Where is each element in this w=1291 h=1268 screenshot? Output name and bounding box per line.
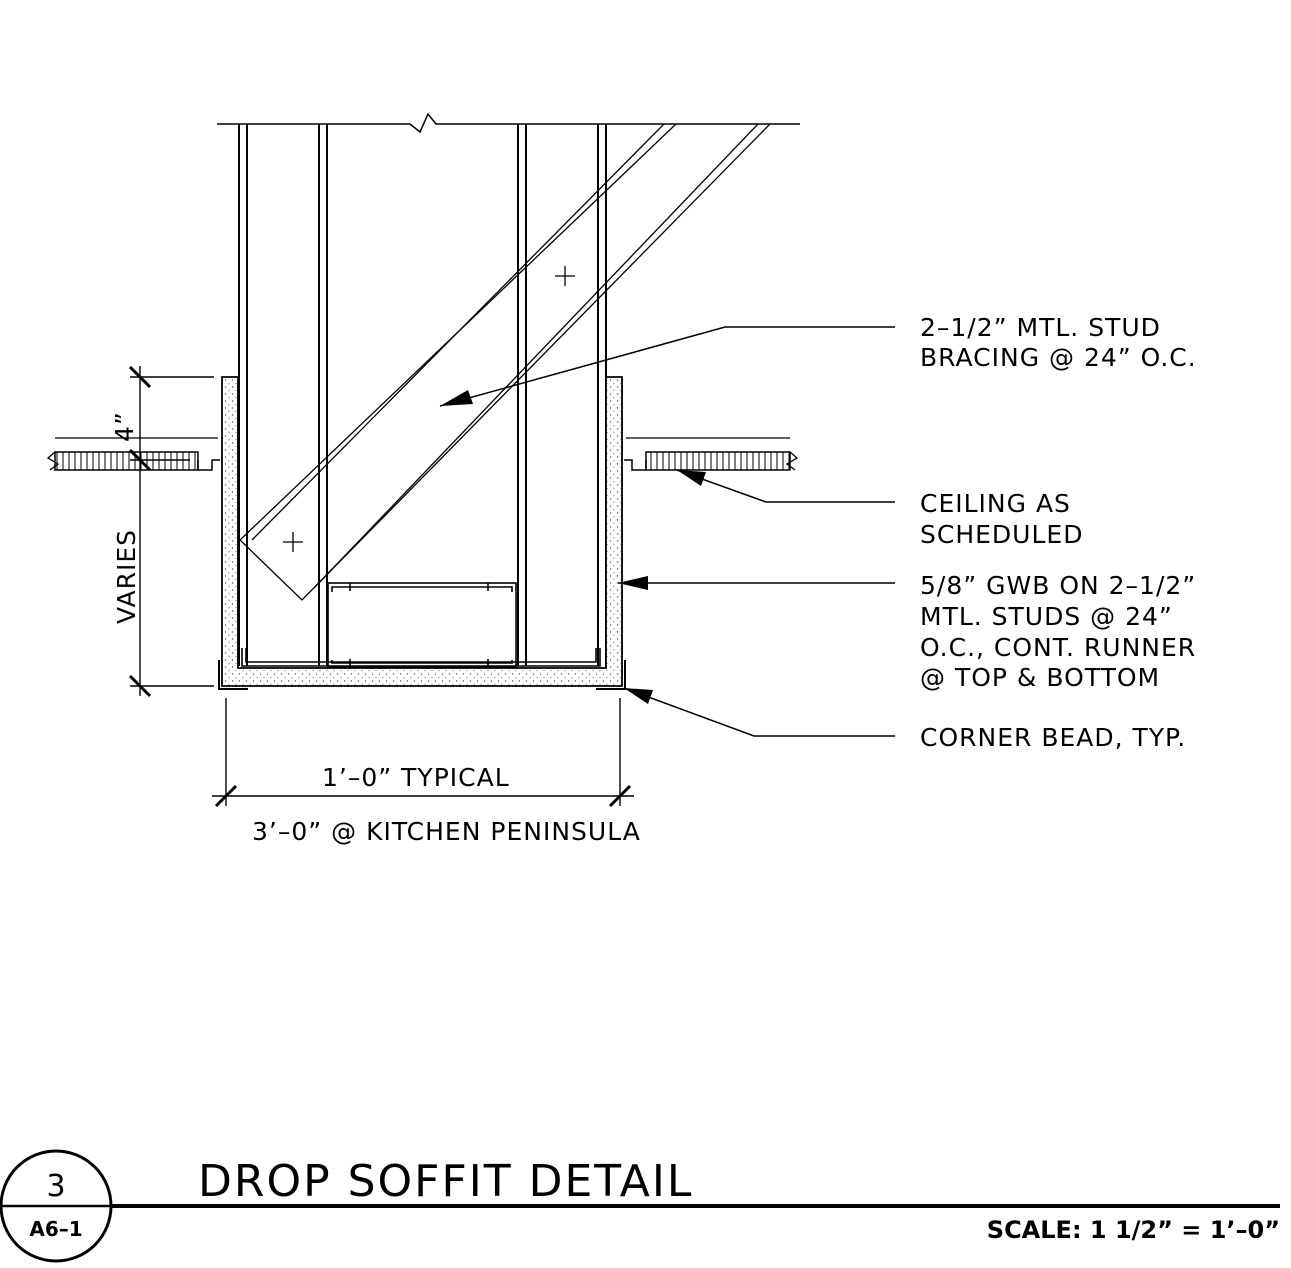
sheet-number: A6–1 [29,1217,82,1241]
note-gwb-line3: O.C., CONT. RUNNER [920,633,1196,662]
note-gwb-line2: MTL. STUDS @ 24” [920,602,1173,631]
ceiling-right [624,437,799,471]
dim-width-kitchen: 3’–0” @ KITCHEN PENINSULA [252,817,641,846]
vertical-dimension [128,365,214,698]
drawing-title: DROP SOFFIT DETAIL [198,1156,693,1207]
note-bracing-line1: 2–1/2” MTL. STUD [920,313,1161,342]
leader-ceiling [676,469,895,503]
ceiling-left [46,437,220,471]
detail-bubble [0,1149,113,1263]
joist-left [238,124,328,666]
top-break-line [217,112,800,134]
screw-mark-upper [555,266,575,286]
leader-gwb [618,576,895,590]
note-gwb-line1: 5/8” GWB ON 2–1/2” [920,571,1196,600]
detail-number: 3 [46,1169,65,1204]
screw-mark-lower [283,532,303,552]
dim-width-typical: 1’–0” TYPICAL [322,763,510,792]
leader-corner-bead [623,687,895,737]
soffit-stud-frame [241,582,601,668]
dim-varies: VARIES [112,529,141,624]
dim-four-inch: 4” [110,411,139,442]
horizontal-dimension [212,698,634,808]
note-ceiling-line1: CEILING AS [920,489,1071,518]
diagonal-bracing-stud [239,123,771,601]
leader-bracing [439,326,895,407]
note-gwb-line4: @ TOP & BOTTOM [920,663,1160,692]
joist-right [517,124,607,666]
scale-note: SCALE: 1 1/2” = 1’–0” [987,1216,1280,1244]
corner-bead-left [218,660,248,690]
soffit-gwb [221,376,623,687]
note-ceiling-line2: SCHEDULED [920,520,1083,549]
note-bracing-line2: BRACING @ 24” O.C. [920,343,1197,372]
note-corner-bead: CORNER BEAD, TYP. [920,723,1186,752]
